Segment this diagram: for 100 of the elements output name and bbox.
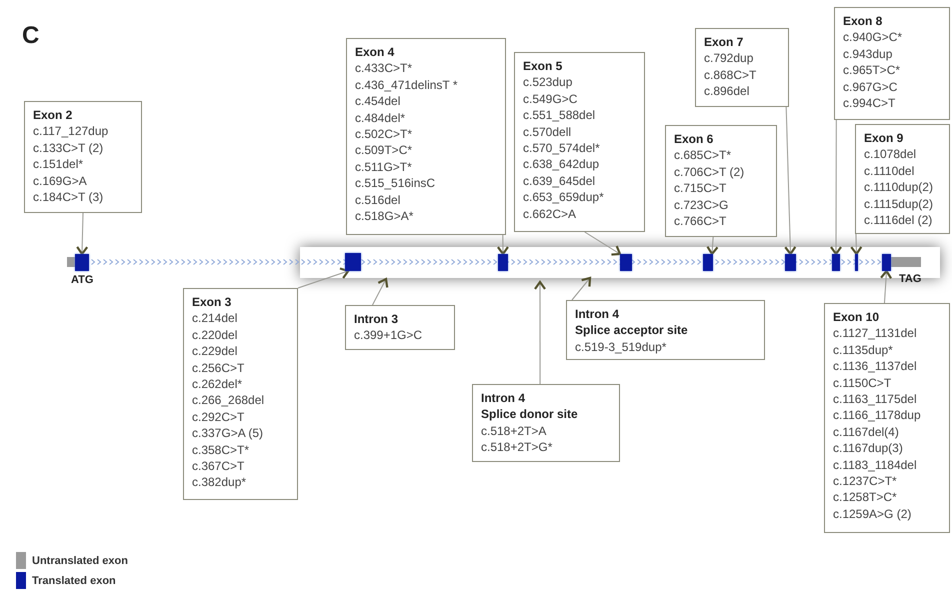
mutation-label: c.266_268del xyxy=(192,392,266,409)
mutation-label: c.184C>T (3) xyxy=(33,189,104,206)
callout-heading: Exon 3 xyxy=(192,294,232,310)
exon-block xyxy=(498,254,508,271)
mutation-label: c.965T>C* xyxy=(843,62,902,79)
mutation-label: c.1116del (2) xyxy=(864,212,934,228)
leader-line xyxy=(784,106,796,256)
mutation-label: c.1127_1131del xyxy=(833,325,918,342)
exon-block xyxy=(832,254,840,271)
leader-line xyxy=(496,234,510,256)
callout-box xyxy=(834,7,950,120)
mutation-label: c.715C>T xyxy=(674,180,728,197)
mutation-label: c.169G>A xyxy=(33,172,88,190)
mutation-label: c.220del xyxy=(192,326,238,344)
mutation-label: c.518+2T>A xyxy=(481,422,548,440)
legend-label: Translated exon xyxy=(32,574,116,586)
mutation-label: c.1183_1184del xyxy=(833,456,918,474)
mutation-label: c.436_471delinsT * xyxy=(355,76,459,94)
mutation-label: c.1163_1175del xyxy=(833,391,918,408)
mutation-label: c.117_127dup xyxy=(33,123,110,140)
leader-line xyxy=(880,270,892,304)
leader-line xyxy=(830,120,842,256)
mutation-label: c.433C>T* xyxy=(355,60,414,77)
leader-line xyxy=(584,232,622,256)
mutation-label: c.337G>A (5) xyxy=(192,425,264,442)
mutation-label: c.1078del xyxy=(864,146,918,163)
mutation-label: c.662C>A xyxy=(523,206,578,222)
exon-block xyxy=(345,253,361,271)
mutation-label: c.967G>C xyxy=(843,78,898,96)
mutation-label: c.1150C>T xyxy=(833,374,892,392)
callout-box xyxy=(855,124,950,234)
mutation-label: c.382dup* xyxy=(192,474,248,491)
mutation-label: c.133C>T (2) xyxy=(33,140,104,156)
callout-heading: Intron 4 xyxy=(575,306,620,322)
mutation-label: c.570dell xyxy=(523,124,572,140)
callout-box xyxy=(345,305,455,350)
leader-line xyxy=(372,278,388,306)
mutation-label: c.484del* xyxy=(355,110,406,126)
callout-heading: Exon 8 xyxy=(843,13,884,30)
mutation-label: c.549G>C xyxy=(523,90,578,108)
callout-box xyxy=(183,288,298,500)
mutation-label: c.358C>T* xyxy=(192,442,250,458)
mutation-label: c.570_574del* xyxy=(523,140,601,156)
mutation-label: c.1167dup(3) xyxy=(833,440,904,457)
mutation-label: c.706C>T (2) xyxy=(674,164,746,180)
mutation-label: c.1258T>C* xyxy=(833,489,898,506)
mutation-label: c.151del* xyxy=(33,156,84,173)
mutation-label: c.766C>T xyxy=(674,213,728,230)
mutation-label: c.509T>C* xyxy=(355,142,414,159)
leader-line xyxy=(850,234,862,256)
mutation-label: c.653_659dup* xyxy=(523,189,605,206)
mutation-label: c.502C>T* xyxy=(355,126,414,142)
leader-line xyxy=(706,236,719,256)
callout-box xyxy=(566,300,765,360)
mutation-label: c.1237C>T* xyxy=(833,473,898,490)
mutation-label: c.685C>T* xyxy=(674,147,732,164)
mutation-label: c.723C>G xyxy=(674,196,730,214)
callout-heading: Exon 9 xyxy=(864,130,904,146)
mutation-label: c.214del xyxy=(192,310,238,327)
mutation-label: c.256C>T xyxy=(192,360,246,376)
codon-label: ATG xyxy=(71,274,94,286)
mutation-label: c.519-3_519dup* xyxy=(575,338,668,356)
mutation-label: c.896del xyxy=(704,83,750,100)
mutation-label: c.454del xyxy=(355,93,402,110)
exon-block xyxy=(855,254,858,271)
mutation-label: c.1167del(4) xyxy=(833,424,900,440)
mutation-label: c.1115dup(2) xyxy=(864,196,934,212)
mutation-label: c.639_645del xyxy=(523,172,596,190)
leader-line xyxy=(571,276,592,300)
mutation-label: c.1110del xyxy=(864,162,916,180)
callout-heading: Splice donor site xyxy=(481,406,579,423)
exon-block xyxy=(75,254,89,271)
exon-block xyxy=(620,254,632,271)
callout-heading: Exon 10 xyxy=(833,309,880,326)
callout-heading: Intron 4 xyxy=(481,390,526,406)
mutation-label: c.1110dup(2) xyxy=(864,179,934,196)
mutation-label: c.518+2T>G* xyxy=(481,439,554,456)
mutation-label: c.262del* xyxy=(192,376,244,392)
mutation-label: c.518G>A* xyxy=(355,208,414,224)
mutation-label: c.638_642dup xyxy=(523,156,600,173)
mutation-label: c.229del xyxy=(192,343,238,360)
mutation-label: c.1135dup* xyxy=(833,342,894,358)
mutation-label: c.994C>T xyxy=(843,95,896,112)
exon-block xyxy=(882,254,891,271)
callout-heading: Exon 2 xyxy=(33,107,74,124)
exon-block xyxy=(785,254,796,271)
callout-heading: Exon 6 xyxy=(674,131,714,148)
mutation-label: c.516del xyxy=(355,192,402,208)
callout-box xyxy=(514,52,645,232)
legend-label: Untranslated exon xyxy=(32,554,128,566)
mutation-label: c.551_588del xyxy=(523,107,596,124)
leader-line xyxy=(534,280,546,384)
mutation-label: c.515_516insC xyxy=(355,175,436,192)
mutation-label: c.940G>C* xyxy=(843,29,904,46)
callout-heading: Exon 5 xyxy=(523,58,564,74)
mutation-label: c.511G>T* xyxy=(355,158,413,176)
callout-heading: Splice acceptor site xyxy=(575,322,689,339)
callout-heading: Exon 4 xyxy=(355,44,396,60)
callout-heading: Intron 3 xyxy=(354,311,399,328)
codon-label: TAG xyxy=(899,273,922,285)
